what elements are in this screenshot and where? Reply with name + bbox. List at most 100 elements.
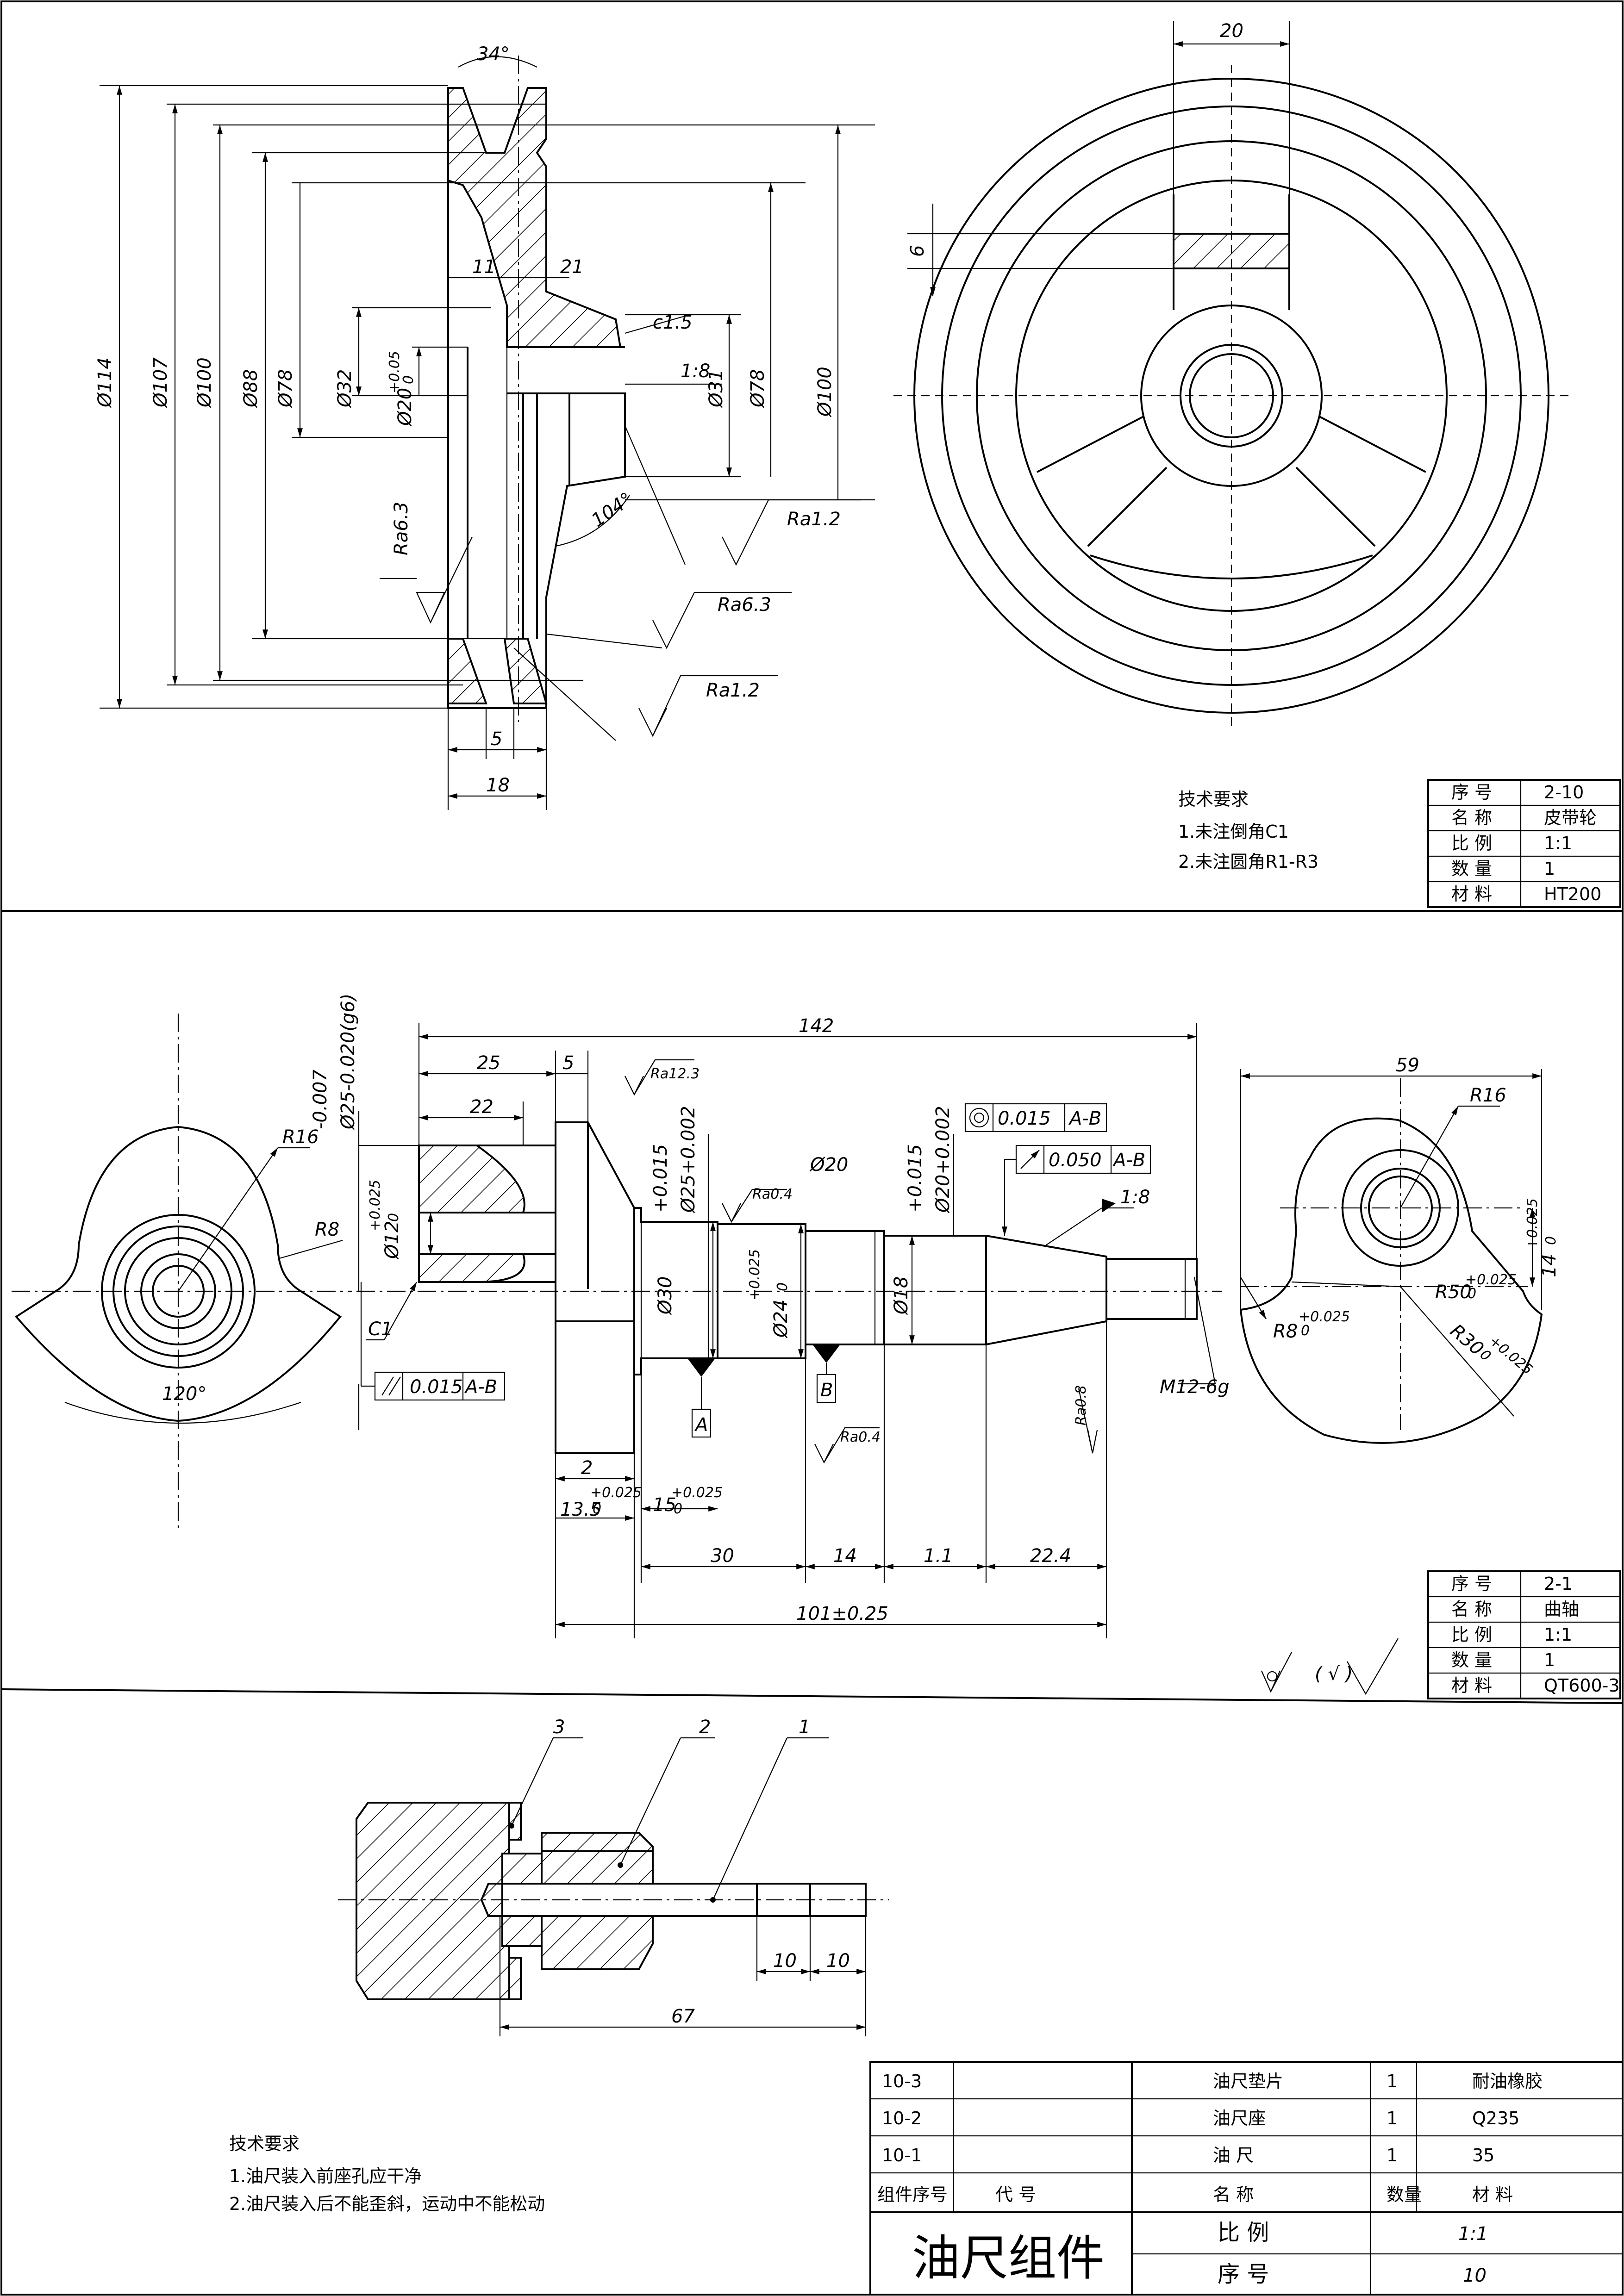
dim-d20-tol-lo: 0 (400, 375, 417, 384)
bom-cell-no: 10-3 (882, 2071, 922, 2091)
balloon-3: 3 (553, 1717, 565, 1738)
dim-h14: 14 (1539, 1254, 1560, 1277)
dim-r16-left: R16 (282, 1126, 319, 1148)
titleblock-label: 名 称 (1451, 808, 1492, 828)
pulley-section-view (100, 56, 875, 810)
dim-l15: 15 (653, 1494, 676, 1516)
dipstick-assembly-view: 3 2 1 10 10 67 (338, 1717, 889, 2036)
dim-r8-right-up: +0.025 (1299, 1309, 1350, 1325)
bom-cell-no: 10-1 (882, 2145, 922, 2165)
dim-l15-up: +0.025 (671, 1485, 723, 1501)
bom-header-no: 组件序号 (877, 2184, 948, 2205)
dim-angle-34: 34° (477, 44, 510, 65)
dim-w21: 21 (560, 256, 584, 278)
datum-b: B (820, 1380, 833, 1401)
dim-l2: 2 (581, 1457, 593, 1479)
dim-d24: Ø24 (770, 1300, 792, 1338)
roughness-ra12-a: Ra1.2 (787, 509, 841, 530)
dim-side-6: 6 (907, 245, 928, 257)
dim-d20-crank: Ø20 (809, 1154, 848, 1176)
seq-label: 序 号 (1218, 2261, 1269, 2287)
dim-angle-120: 120° (162, 1383, 206, 1405)
dim-d12-up: +0.025 (367, 1180, 383, 1231)
crankshaft-right-view: 59 R16 14 +0.025 0 R50 +0.025 0 R8 +0.02… (1239, 1055, 1560, 1444)
titleblock-value: 2-1 (1544, 1574, 1573, 1594)
roughness-ra04b: Ra0.4 (840, 1429, 881, 1445)
dim-c15: c1.5 (653, 312, 693, 333)
dim-d100-right: Ø100 (814, 367, 836, 417)
crankshaft-roughness-note: ( √ ) (1261, 1638, 1399, 1695)
dim-w11: 11 (472, 256, 496, 278)
dim-r50-up: +0.025 (1465, 1272, 1517, 1288)
dim-r8-right-lo: 0 (1301, 1323, 1310, 1339)
dim-c1: C1 (368, 1319, 393, 1340)
titleblock-label: 序 号 (1451, 782, 1492, 803)
scale-label: 比 例 (1218, 2220, 1269, 2246)
dim-l15-lo: 0 (674, 1501, 682, 1517)
pulley-tech-requirements: 技术要求 1.未注倒角C1 2.未注圆角R1-R3 (1178, 789, 1318, 872)
dim-r50-lo: 0 (1468, 1286, 1476, 1302)
pulley-side-view: 20 6 (893, 20, 1569, 727)
crankshaft-dimensions (358, 1023, 1216, 1638)
dim-d20p-up: +0.015 (905, 1144, 926, 1213)
titleblock-label: 材 料 (1451, 884, 1492, 904)
pulley-tech-title: 技术要求 (1178, 789, 1249, 809)
dim-d31: Ø31 (706, 369, 727, 408)
dim-d20p: Ø20+0.002 (932, 1106, 954, 1213)
dim-l135: 13.5 (560, 1499, 601, 1520)
roughness-ra12-c: Ra1.2 (706, 680, 760, 701)
dim-d88: Ø88 (240, 369, 262, 408)
crankshaft-dimension-texts: 142 25 5 22 Ra12.3 Ø25-0.020(g6) -0.007 … (310, 994, 1230, 1624)
dim-l135-up: +0.025 (590, 1485, 642, 1501)
tol1-value: 0.015 (998, 1108, 1051, 1129)
section-divider-2 (1, 1688, 1623, 1704)
pulley-tech-line2: 2.未注圆角R1-R3 (1178, 852, 1318, 872)
roughness-ra63-left: Ra6.3 (391, 502, 412, 555)
dipstick-title-area: 油尺组件 比 例 1:1 序 号 10 (912, 2220, 1488, 2287)
titleblock-label: 数 量 (1451, 859, 1492, 879)
dim-l30: 30 (711, 1545, 734, 1567)
dim-d25-g6: Ø25-0.020(g6) (337, 994, 359, 1130)
dim-d78-left: Ø78 (275, 369, 296, 408)
dim-d114: Ø114 (94, 357, 116, 408)
roughness-ra04: Ra0.4 (752, 1186, 793, 1202)
dim-d107: Ø107 (150, 357, 171, 408)
dim-l224: 22.4 (1030, 1545, 1071, 1567)
bom-header-material: 材 料 (1472, 2184, 1513, 2205)
titleblock-value: QT600-3 (1544, 1675, 1620, 1696)
bom-header-code: 代 号 (995, 2184, 1036, 2205)
dim-d32: Ø32 (334, 369, 356, 408)
parallel-ref: A-B (464, 1376, 497, 1398)
dim-l67: 67 (671, 2006, 695, 2027)
dim-l14: 14 (833, 1545, 857, 1567)
bom-cell-material: Q235 (1472, 2108, 1519, 2128)
dim-l25: 25 (477, 1052, 500, 1074)
bom-cell-name: 油 尺 (1213, 2145, 1254, 2165)
dim-l135-lo: 0 (593, 1501, 601, 1517)
dim-m12: M12-6g (1160, 1376, 1230, 1398)
dim-d30: Ø30 (655, 1276, 676, 1315)
dim-r50: R50 (1435, 1282, 1472, 1303)
assembly-title: 油尺组件 (912, 2230, 1105, 2286)
balloon-1: 1 (799, 1717, 810, 1738)
dim-l10b: 10 (826, 1950, 850, 1972)
dipstick-tech-requirements: 技术要求 1.油尺装入前座孔应干净 2.油尺装入后不能歪斜，运动中不能松动 (229, 2134, 545, 2214)
dim-l101: 101±0.25 (796, 1603, 888, 1624)
titleblock-label: 数 量 (1451, 1650, 1492, 1670)
titleblock-value: HT200 (1544, 884, 1601, 904)
dim-d25-g6-up: -0.007 (310, 1070, 331, 1129)
titleblock-value: 皮带轮 (1544, 808, 1597, 828)
dim-d18: Ø18 (891, 1276, 912, 1315)
titleblock-value: 2-10 (1544, 782, 1584, 803)
titleblock-value: 1 (1544, 1650, 1555, 1670)
titleblock-label: 比 例 (1451, 833, 1492, 853)
dim-d12: Ø12 (381, 1221, 403, 1260)
bom-cell-qty: 1 (1387, 2145, 1398, 2165)
crankshaft-left-view: R16 R8 120° (12, 1014, 352, 1532)
tol1-ref: A-B (1068, 1108, 1101, 1129)
